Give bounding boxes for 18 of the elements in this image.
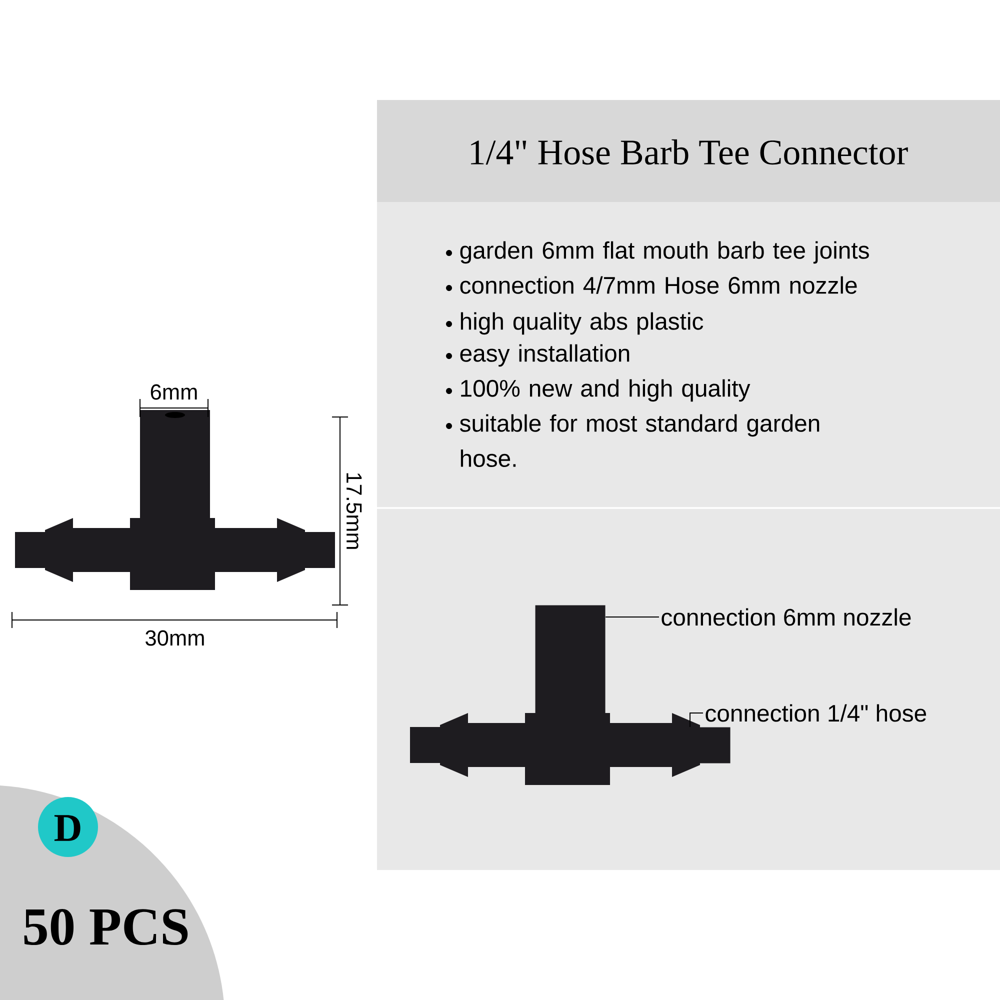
bullet-text: suitable for most standard garden hose. — [460, 414, 820, 467]
dimension-label: 30mm — [146, 630, 204, 646]
dimension-label: 6mm — [150, 384, 197, 400]
callout-text: connection 1/4" hose — [706, 704, 926, 722]
bullet-text: 100% new and high quality — [461, 379, 750, 402]
leader-line — [690, 712, 704, 728]
leader-line — [605, 616, 660, 618]
bullet-text: high quality abs plastic — [460, 312, 704, 335]
title: 1/4" Hose Barb Tee Connector — [471, 139, 908, 165]
bullet-text: garden 6mm flat mouth barb tee joints — [460, 241, 869, 264]
bullet-text: easy installation — [460, 344, 630, 367]
callout-text: connection 6mm nozzle — [662, 608, 911, 626]
bullet-text: connection 4/7mm Hose 6mm nozzle — [460, 276, 857, 294]
hose-end-part — [698, 727, 730, 764]
quantity-label: 50 PCS — [24, 909, 188, 946]
variant-badge: D — [38, 797, 98, 857]
dimension-label: 17.5mm — [346, 473, 362, 549]
nozzle-part — [535, 605, 606, 716]
